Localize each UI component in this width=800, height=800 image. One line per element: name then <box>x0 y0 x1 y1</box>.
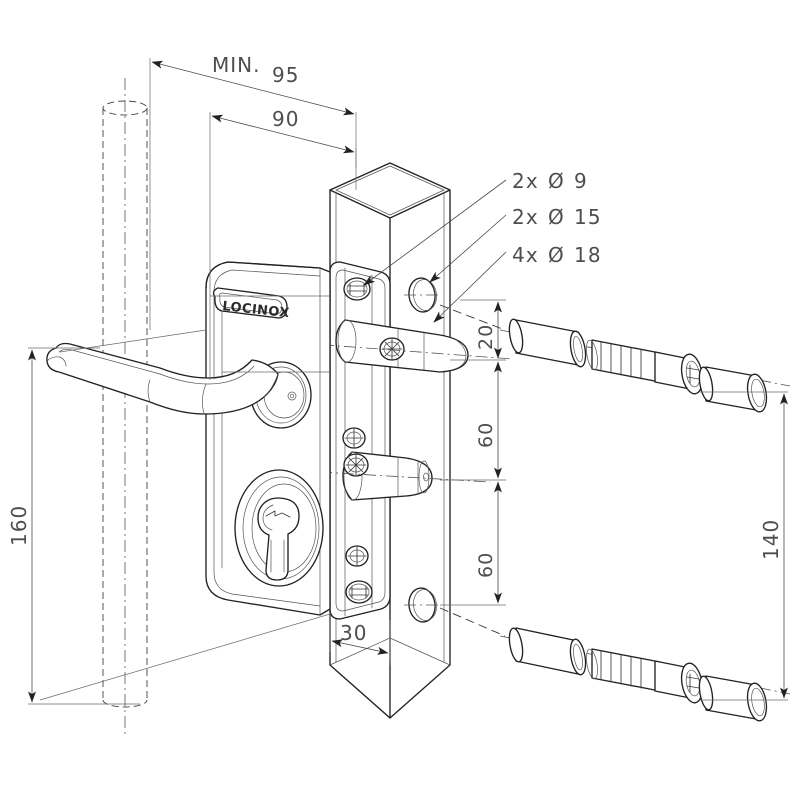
dimension-60-lower-value: 60 <box>475 552 497 578</box>
dimension-140-value: 140 <box>759 519 783 560</box>
callout-2x-d9: 2x Ø 9 <box>512 169 588 193</box>
post-hole-lower <box>404 587 442 623</box>
post-hole-upper <box>404 277 442 313</box>
anchor-expansion-shell-lower <box>586 648 661 692</box>
dimension-90-value: 90 <box>272 107 299 131</box>
construction-lines <box>39 110 331 701</box>
callout-1-symbol: Ø <box>548 205 565 229</box>
callout-1-count: 2x <box>512 205 539 229</box>
anchor-bolt-lower <box>654 660 704 704</box>
dimension-95-value: 95 <box>272 63 299 87</box>
anchor-bolt-assembly-lower <box>499 627 791 722</box>
keep-plate-screw-upper-mid <box>342 427 366 449</box>
callout-0-value: 9 <box>574 169 588 193</box>
dimension-chain-vertical: 20 60 60 <box>440 299 506 606</box>
round-gate-post <box>102 78 148 735</box>
anchor-expansion-shell-upper <box>586 339 661 383</box>
alignment-leader-lower <box>439 607 506 637</box>
keep-plate-screw-bottom <box>345 580 373 604</box>
callout-1-value: 15 <box>574 205 602 229</box>
keep-plate-screw-top <box>343 277 371 301</box>
dimension-30: 30 <box>329 612 391 660</box>
callout-0-symbol: Ø <box>548 169 565 193</box>
gate-handle <box>46 342 312 429</box>
bolt-screw-upper <box>379 337 405 361</box>
dimension-30-value: 30 <box>340 621 367 645</box>
callout-4x-d18: 4x Ø 18 <box>512 243 602 267</box>
anchor-bolt-upper <box>654 351 704 395</box>
dimension-140: 140 <box>700 391 788 701</box>
dimension-min-95: MIN. 95 <box>149 53 357 168</box>
callout-2x-d15: 2x Ø 15 <box>512 205 602 229</box>
callout-0-count: 2x <box>512 169 539 193</box>
anchor-cap-upper <box>698 366 768 413</box>
keep-plate-screw-lower-mid <box>345 545 369 567</box>
anchor-sleeve-lower <box>508 627 587 676</box>
dimension-60-upper-value: 60 <box>475 422 497 448</box>
euro-profile-cylinder <box>234 469 324 587</box>
anchor-sleeve-upper <box>508 318 587 368</box>
through-bolt-upper <box>299 319 513 373</box>
dimension-160: 160 <box>7 347 140 705</box>
bolt-screw-lower <box>343 453 369 477</box>
anchor-cap-lower <box>698 675 768 722</box>
anchor-bolt-assembly-upper <box>499 318 791 413</box>
dimension-20-value: 20 <box>475 324 497 350</box>
callout-leaders <box>363 179 507 323</box>
dimension-min-label: MIN. <box>212 53 260 77</box>
dimension-160-value: 160 <box>7 505 31 546</box>
callout-2-symbol: Ø <box>548 243 565 267</box>
locinox-logo: LOCINOX <box>212 287 291 321</box>
dimension-90: 90 <box>209 107 357 380</box>
callout-2-count: 4x <box>512 243 539 267</box>
logo-text: LOCINOX <box>222 299 291 321</box>
callout-2-value: 18 <box>574 243 602 267</box>
